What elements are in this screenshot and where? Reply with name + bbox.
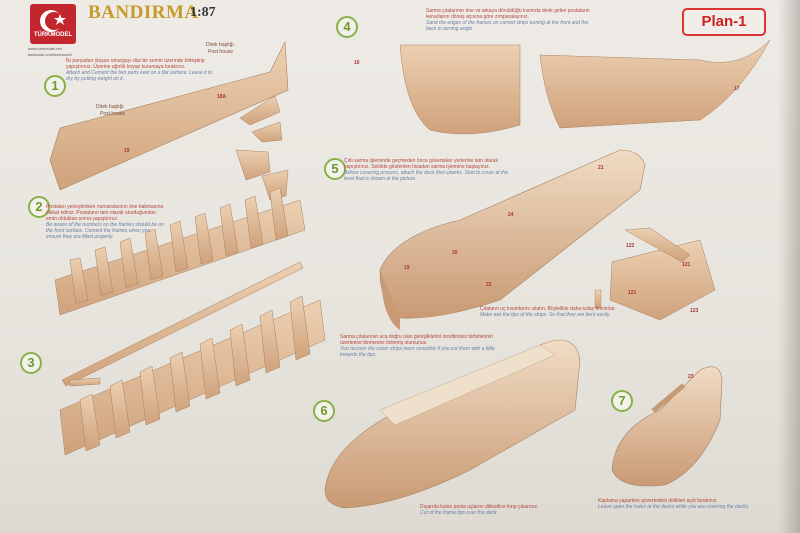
part-122: 122 — [626, 243, 635, 249]
page-title: BANDIRMA — [88, 2, 199, 23]
step1-note: İki parçadan oluşan omurgayı düz bir zem… — [66, 58, 216, 82]
part-19-hull: 19 — [404, 265, 410, 271]
step-number-4: 4 — [336, 16, 358, 38]
step4-text-en: Sand the edges of the frames on curved s… — [426, 20, 589, 32]
part-20: 20 — [452, 250, 458, 256]
step6-note2-en: Cut of the frame tips over the deck. — [420, 510, 498, 516]
step1-keel-drawing — [49, 40, 289, 201]
part-24: 24 — [508, 212, 514, 218]
brand-links: www.turkmodel.net facebook.com/turkmodel — [28, 46, 72, 57]
step6-text-en: You recover the cover strips more smooth… — [340, 346, 495, 358]
part-21: 21 — [598, 165, 604, 171]
step3-frames-drawing — [59, 261, 326, 456]
step-number-5: 5 — [324, 158, 346, 180]
step1-text-tr: İki parçadan oluşan omurgayı düz bir zem… — [66, 58, 205, 70]
step7-text-en: Leave open the holes at the decks while … — [598, 504, 750, 510]
step5-text-en: Before covering process, attach the deck… — [344, 170, 508, 182]
step-number-2: 2 — [28, 196, 50, 218]
step5-note-2: Çıtaların uç kısımlarını ıslatın. Böylel… — [480, 306, 630, 318]
page-shadow — [778, 0, 800, 533]
step5-text-tr: Çıtlı sarma işleminde geçmeden önce güve… — [344, 158, 498, 170]
part-23: 23 — [688, 374, 694, 380]
step2-text-tr: Postaları yerleştirirken numaralarının ö… — [46, 204, 164, 222]
step5-transom-parts-drawing — [609, 227, 716, 321]
brand-logo — [30, 4, 76, 44]
part-22: 22 — [486, 282, 492, 288]
step5-note2-tr: Çıtaların uç kısımlarını ıslatın. Böylel… — [480, 306, 616, 312]
part-19-keel: 19 — [124, 148, 130, 154]
plan-label: Plan-1 — [682, 8, 766, 36]
step4-hull-sections-drawing — [399, 39, 771, 135]
step2-text-en: Be aware of the numbers on the frames sh… — [46, 222, 164, 240]
label-post-house-1: Post house — [208, 49, 234, 55]
step5-note2-en: Make wet the tips of the strips. So that… — [480, 312, 611, 318]
step4-note: Sarma çıtalarının öne ve arkaya dönüldüğ… — [426, 8, 596, 32]
step-number-6: 6 — [313, 400, 335, 422]
step6-note2-tr: Dışarıda kalan posta uçlarını dikkatlice… — [420, 504, 539, 510]
step-number-1: 1 — [44, 75, 66, 97]
part-17: 17 — [734, 86, 740, 92]
step2-note: Postaları yerleştirirken numaralarının ö… — [46, 204, 166, 240]
label-direk-basligi-2: Direk başlığı — [96, 104, 124, 110]
step7-text-tr: Kaplama yaparken güvertedeki delikleri a… — [598, 498, 718, 504]
step6-text-tr: Sarma çıtalarının uca doğru olan genişli… — [340, 334, 493, 346]
step2-frames-drawing — [54, 187, 306, 316]
step7-hull-drawing — [611, 366, 723, 487]
step-number-7: 7 — [611, 390, 633, 412]
step5-hull-drawing — [379, 149, 646, 330]
part-16: 16 — [354, 60, 360, 66]
brand-name: TÜRKMODEL — [33, 32, 73, 38]
model-scale: 1:87 — [190, 5, 216, 20]
star-icon — [40, 10, 66, 32]
step6-note: Sarma çıtalarının uca doğru olan genişli… — [340, 334, 500, 358]
step7-note: Kaplama yaparken güvertedeki delikleri a… — [598, 498, 788, 510]
label-direk-basligi-1: Direk başlığı — [206, 42, 234, 48]
step5-note: Çıtlı sarma işleminde geçmeden önce güve… — [344, 158, 514, 182]
step-number-3: 3 — [20, 352, 42, 374]
step1-text-en: Attach and Cement the two parts keel on … — [66, 70, 213, 82]
step4-text-tr: Sarma çıtalarının öne ve arkaya dönüldüğ… — [426, 8, 590, 20]
part-123: 123 — [690, 308, 699, 314]
part-121-a: 121 — [682, 262, 691, 268]
step6-note-2: Dışarıda kalan posta uçlarını dikkatlice… — [420, 504, 580, 516]
part-121-b: 121 — [628, 290, 637, 296]
part-18a: 18A — [217, 94, 227, 100]
label-post-house-2: Post house — [100, 111, 126, 117]
step6-hull-drawing — [324, 339, 581, 509]
